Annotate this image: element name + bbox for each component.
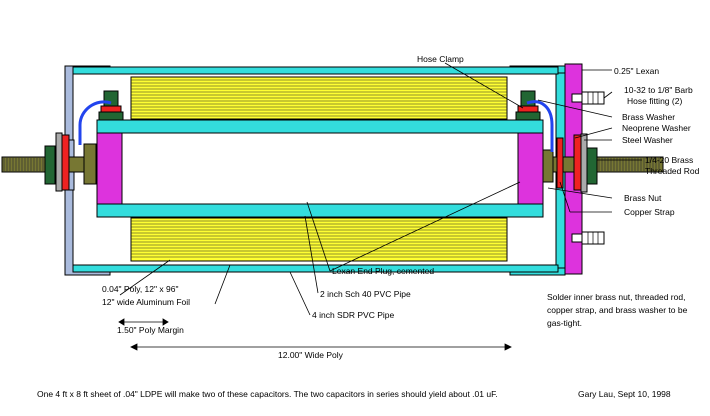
- left-hardware: [44, 132, 97, 192]
- label-aluminum-foil: 12" wide Aluminum Foil: [102, 297, 190, 307]
- label-poly-sheet: 0.04" Poly, 12" x 96": [102, 284, 178, 294]
- copper-strap-right: [526, 100, 554, 152]
- label-neoprene-washer: Neoprene Washer: [622, 123, 691, 133]
- inner-pvc-pipe: [96, 119, 544, 218]
- label-steel-washer: Steel Washer: [622, 135, 673, 145]
- label-pvc-sch40: 2 inch Sch 40 PVC Pipe: [320, 289, 411, 299]
- label-threaded-rod-2: Threaded Rod: [645, 166, 700, 176]
- label-threaded-rod-1: 1/4-20 Brass: [645, 155, 693, 165]
- label-pvc-sdr: 4 inch SDR PVC Pipe: [312, 310, 394, 320]
- threaded-rod-right: [542, 156, 664, 173]
- hose-fitting-left: [98, 90, 124, 121]
- note-solder-1: Solder inner brass nut, threaded rod,: [547, 292, 685, 302]
- note-solder-3: gas-tight.: [547, 318, 582, 328]
- label-lexan-end-plug: Lexan End Plug, cemented: [332, 266, 434, 276]
- label-poly-margin: 1.50" Poly Margin: [117, 325, 184, 335]
- label-brass-nut: Brass Nut: [624, 193, 662, 203]
- barb-fittings: [571, 91, 605, 245]
- leader-lines: [119, 62, 642, 316]
- label-wide-poly: 12.00" Wide Poly: [278, 350, 344, 360]
- footer-note: One 4 ft x 8 ft sheet of .04" LDPE will …: [37, 389, 498, 399]
- lexan-end-plugs: [96, 132, 544, 205]
- label-hose-clamp: Hose Clamp: [417, 54, 464, 64]
- author-credit: Gary Lau, Sept 10, 1998: [578, 389, 671, 399]
- note-solder-2: copper strap, and brass washer to be: [547, 305, 688, 315]
- dimension-poly-margin: [118, 318, 169, 326]
- dimension-wide-poly: [130, 343, 512, 351]
- hose-fitting-right: [515, 90, 541, 121]
- right-hardware: [542, 133, 598, 193]
- label-copper-strap: Copper Strap: [624, 207, 675, 217]
- outer-pvc-pipe: [72, 66, 559, 273]
- poly-winding-upper: [130, 76, 508, 120]
- label-barb-fitting-1: 10-32 to 1/8" Barb: [624, 85, 693, 95]
- label-lexan-sheet: 0.25" Lexan: [614, 66, 659, 76]
- label-brass-washer: Brass Washer: [622, 112, 675, 122]
- copper-strap-left: [78, 100, 112, 145]
- label-barb-fitting-2: Hose fitting (2): [627, 96, 682, 106]
- poly-winding-lower: [130, 217, 508, 262]
